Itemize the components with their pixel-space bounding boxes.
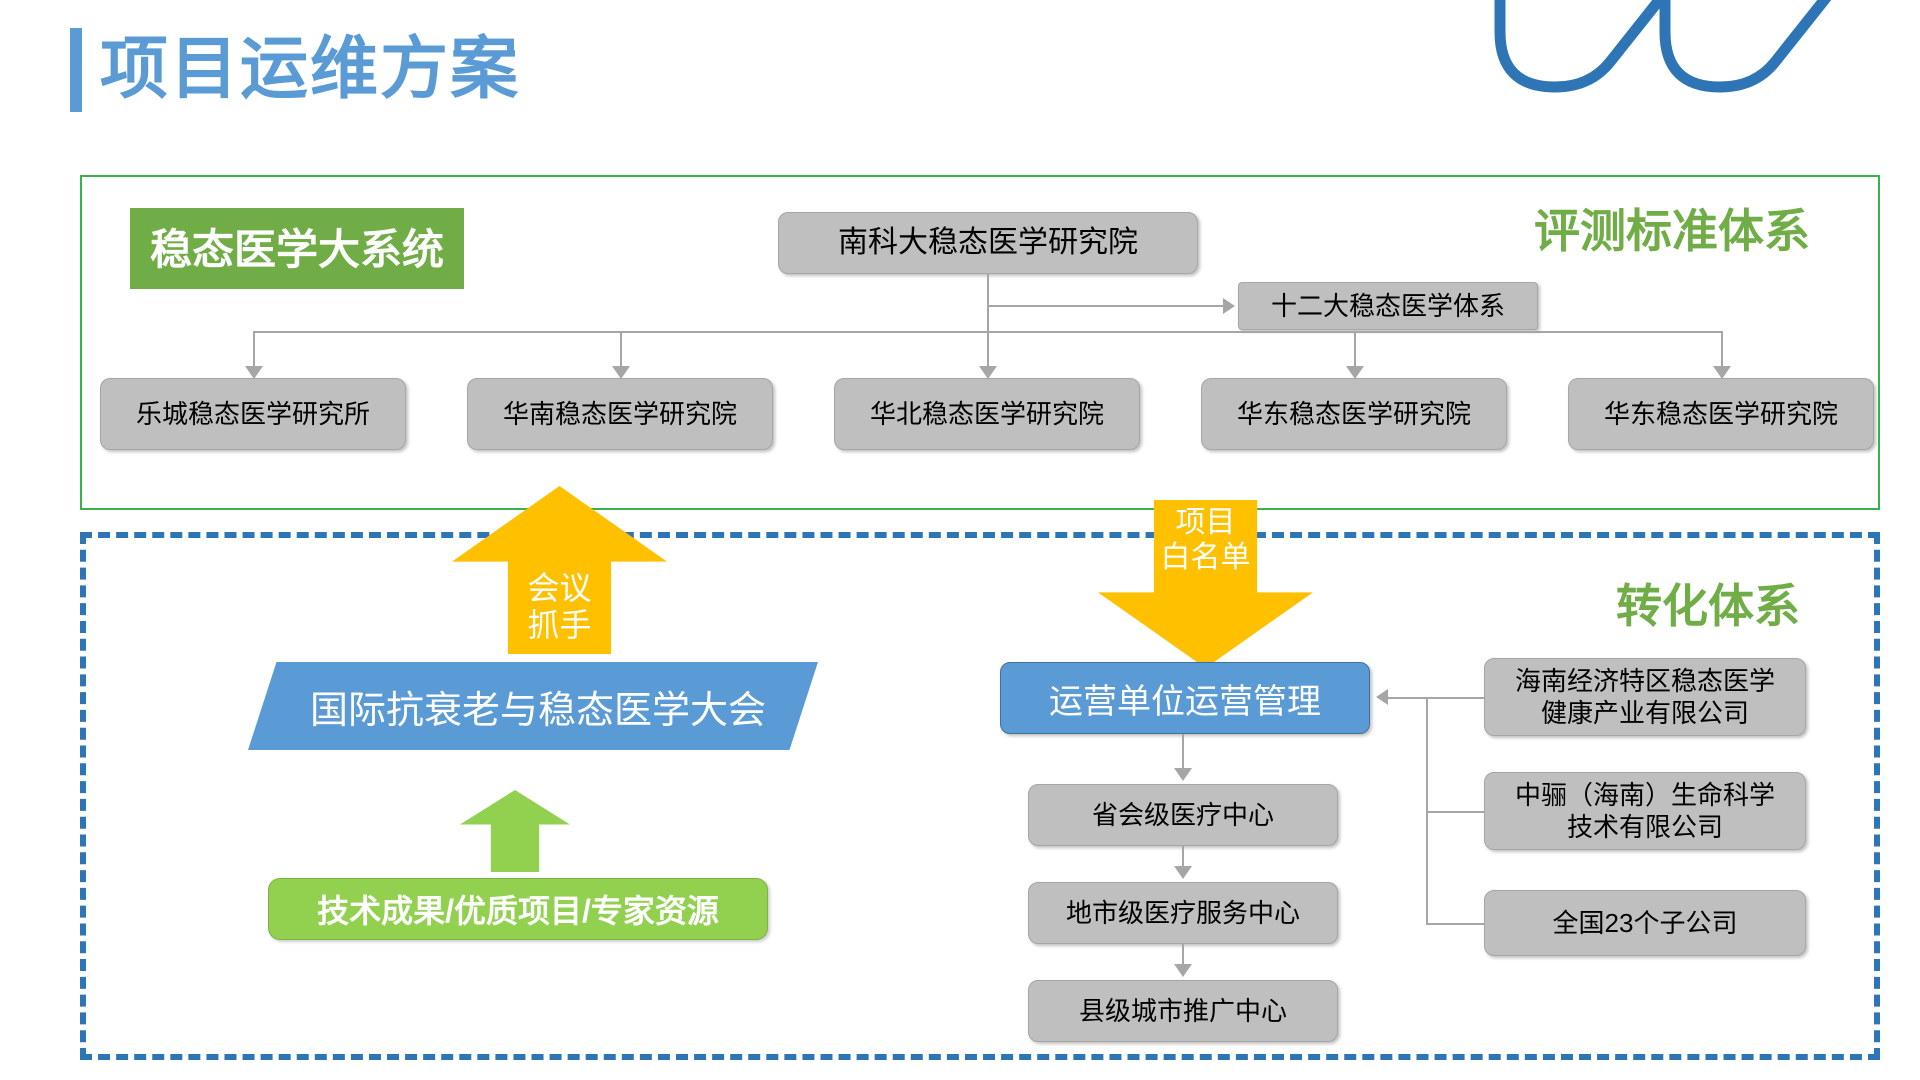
medical-chain-box-2[interactable]: 地市级医疗服务中心 <box>1028 882 1338 944</box>
arrowhead-to-operation <box>1376 689 1388 705</box>
company-box-2[interactable]: 中骊（海南）生命科学 技术有限公司 <box>1484 772 1806 850</box>
connector-chain2-to-chain3 <box>1182 944 1184 966</box>
top-section-frame <box>80 175 1880 510</box>
connector-company-bus <box>1426 697 1428 923</box>
institute-box-1[interactable]: 乐城稳态医学研究所 <box>100 378 406 450</box>
connector-drop-2 <box>620 331 622 373</box>
institute-box-2[interactable]: 华南稳态医学研究院 <box>467 378 773 450</box>
connector-drop-3 <box>987 331 989 373</box>
institute-box-5[interactable]: 华东稳态医学研究院 <box>1568 378 1874 450</box>
institute-box-4[interactable]: 华东稳态医学研究院 <box>1201 378 1507 450</box>
company-box-1[interactable]: 海南经济特区稳态医学 健康产业有限公司 <box>1484 658 1806 736</box>
connector-root-down <box>987 274 989 332</box>
connector-op-to-chain1 <box>1182 734 1184 770</box>
title-accent-bar <box>70 28 82 112</box>
side-node-box[interactable]: 十二大稳态医学体系 <box>1238 282 1538 330</box>
page-title: 项目运维方案 <box>100 31 521 107</box>
connector-company-to-op <box>1388 697 1428 699</box>
resources-box[interactable]: 技术成果/优质项目/专家资源 <box>268 878 768 940</box>
connector-chain1-to-chain2 <box>1182 846 1184 868</box>
medical-chain-box-3[interactable]: 县级城市推广中心 <box>1028 980 1338 1042</box>
arrowhead-drop-5 <box>1713 366 1731 379</box>
connector-root-to-side <box>987 305 1225 307</box>
conference-box[interactable]: 国际抗衰老与稳态医学大会 <box>248 662 818 750</box>
conference-handle-arrow-label: 会议抓手 <box>527 570 592 644</box>
operation-management-box[interactable]: 运营单位运营管理 <box>1000 662 1370 734</box>
project-whitelist-arrow-label: 项目白名单 <box>1160 506 1251 574</box>
connector-company-3 <box>1426 923 1484 925</box>
system-tag: 稳态医学大系统 <box>130 208 465 289</box>
arrowhead-chain-3 <box>1174 964 1192 977</box>
connector-drop-1 <box>253 331 255 373</box>
bottom-section-frame <box>80 532 1880 1060</box>
arrowhead-chain-1 <box>1174 768 1192 781</box>
chevron-ribbon-decoration <box>1494 0 1832 93</box>
evaluation-standard-label: 评测标准体系 <box>1534 205 1810 257</box>
connector-drop-4 <box>1354 331 1356 373</box>
arrowhead-drop-4 <box>1346 366 1364 379</box>
institute-box-3[interactable]: 华北稳态医学研究院 <box>834 378 1140 450</box>
connector-company-2 <box>1426 811 1484 813</box>
arrowhead-to-side-node <box>1223 298 1235 314</box>
medical-chain-box-1[interactable]: 省会级医疗中心 <box>1028 784 1338 846</box>
company-box-3[interactable]: 全国23个子公司 <box>1484 890 1806 956</box>
arrowhead-drop-2 <box>612 366 630 379</box>
root-node-box[interactable]: 南科大稳态医学研究院 <box>778 212 1198 274</box>
arrowhead-chain-2 <box>1174 866 1192 879</box>
transformation-system-label: 转化体系 <box>1616 580 1800 632</box>
connector-drop-5 <box>1721 331 1723 373</box>
arrowhead-drop-1 <box>245 366 263 379</box>
connector-company-1 <box>1426 697 1484 699</box>
arrowhead-drop-3 <box>979 366 997 379</box>
